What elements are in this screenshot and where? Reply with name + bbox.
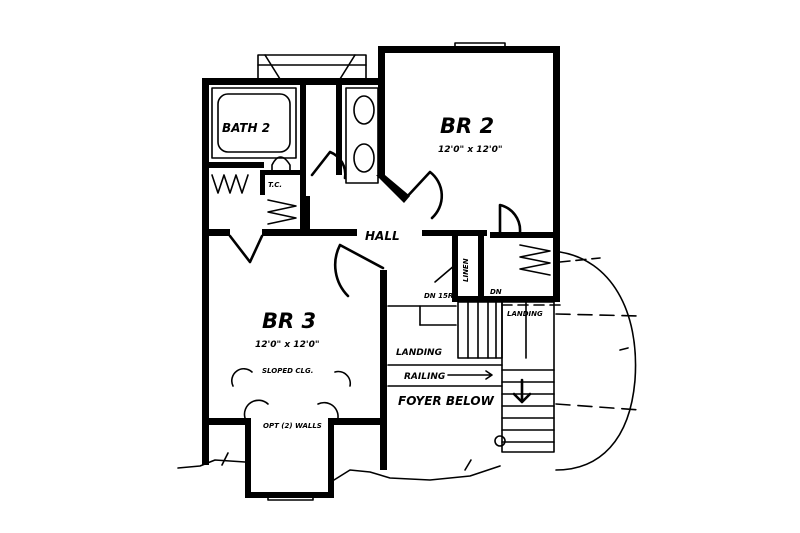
projection-lines xyxy=(501,251,641,471)
newel-post-icon xyxy=(494,435,506,447)
sink-icon xyxy=(353,143,375,173)
bath-fixtures xyxy=(211,87,379,184)
staircase xyxy=(387,301,555,453)
label-hall: HALL xyxy=(365,229,400,243)
wall-stair-top xyxy=(458,296,560,302)
door-swing-br3 xyxy=(333,243,385,298)
door-swing-closet-br2 xyxy=(498,203,522,234)
wall-bay-right xyxy=(328,418,334,498)
wall-br3-bottom-right xyxy=(330,418,387,425)
wall-bath-left xyxy=(202,78,209,236)
closet-doors-left xyxy=(267,199,297,225)
wall-br3-top-left xyxy=(202,229,230,236)
toilet-icon xyxy=(271,156,291,174)
door-swing-closet-br3 xyxy=(228,234,264,264)
wall-closet-divider xyxy=(478,232,484,302)
window-bath xyxy=(257,54,367,80)
door-swing-linen xyxy=(434,264,456,283)
label-br2-size: 12'0" x 12'0" xyxy=(438,145,503,155)
wall-bath-right xyxy=(336,85,342,175)
label-opt-walls: OPT (2) WALLS xyxy=(263,422,322,430)
wall-br3-left xyxy=(202,230,209,465)
doors xyxy=(211,150,551,298)
foyer-curve-outline xyxy=(555,251,637,471)
railing-arrow-icon xyxy=(447,370,493,380)
label-tc: T.C. xyxy=(268,181,282,189)
closet-doors-br2 xyxy=(519,244,551,276)
bathtub xyxy=(211,87,297,159)
wall-br3-bottom-left xyxy=(202,418,250,425)
wall-bay-bottom xyxy=(245,492,334,498)
door-swing-hall-br2 xyxy=(402,170,444,220)
wall-br2-bottom xyxy=(490,232,560,238)
wall-tc-closet-side xyxy=(260,170,265,195)
wall-linen-left xyxy=(452,232,458,302)
window-bay xyxy=(267,493,314,501)
door-swing-bath xyxy=(310,150,347,180)
wall-br3-right xyxy=(380,270,387,470)
windows xyxy=(257,42,506,501)
br3-ceiling-marks xyxy=(230,367,352,419)
wall-bath-bottom xyxy=(202,162,264,168)
window-br2 xyxy=(454,42,506,50)
walls xyxy=(202,46,560,498)
label-landing-top: LANDING xyxy=(507,310,543,318)
wall-br2-right xyxy=(553,46,560,300)
grade-lines xyxy=(177,452,501,481)
label-bath2: BATH 2 xyxy=(222,121,270,135)
vanity-counter xyxy=(345,87,379,184)
label-dn-lower: DN 15R xyxy=(424,292,453,300)
sink-icon xyxy=(353,95,375,125)
wall-bath-top xyxy=(202,78,382,85)
wall-bath-partition xyxy=(300,85,306,230)
closet-doors-tc xyxy=(211,174,249,194)
label-br2: BR 2 xyxy=(440,114,494,138)
labels: BATH 2 BR 2 12'0" x 12'0" HALL BR 3 12'0… xyxy=(222,114,543,430)
label-railing: RAILING xyxy=(404,372,445,382)
wall-bay-left xyxy=(245,418,251,498)
label-dn: DN xyxy=(490,288,502,296)
wall-vanity-bottom xyxy=(305,196,310,234)
wall-hall-diagonal xyxy=(376,175,410,203)
label-br3: BR 3 xyxy=(262,309,316,333)
label-sloped-clg: SLOPED CLG. xyxy=(262,367,313,375)
label-linen: LINEN xyxy=(462,258,470,282)
stair-arrow-icon xyxy=(512,378,532,404)
label-br3-size: 12'0" x 12'0" xyxy=(255,340,320,350)
label-foyer-below: FOYER BELOW xyxy=(398,394,495,408)
label-landing: LANDING xyxy=(396,348,442,358)
wall-br2-left xyxy=(378,46,385,178)
